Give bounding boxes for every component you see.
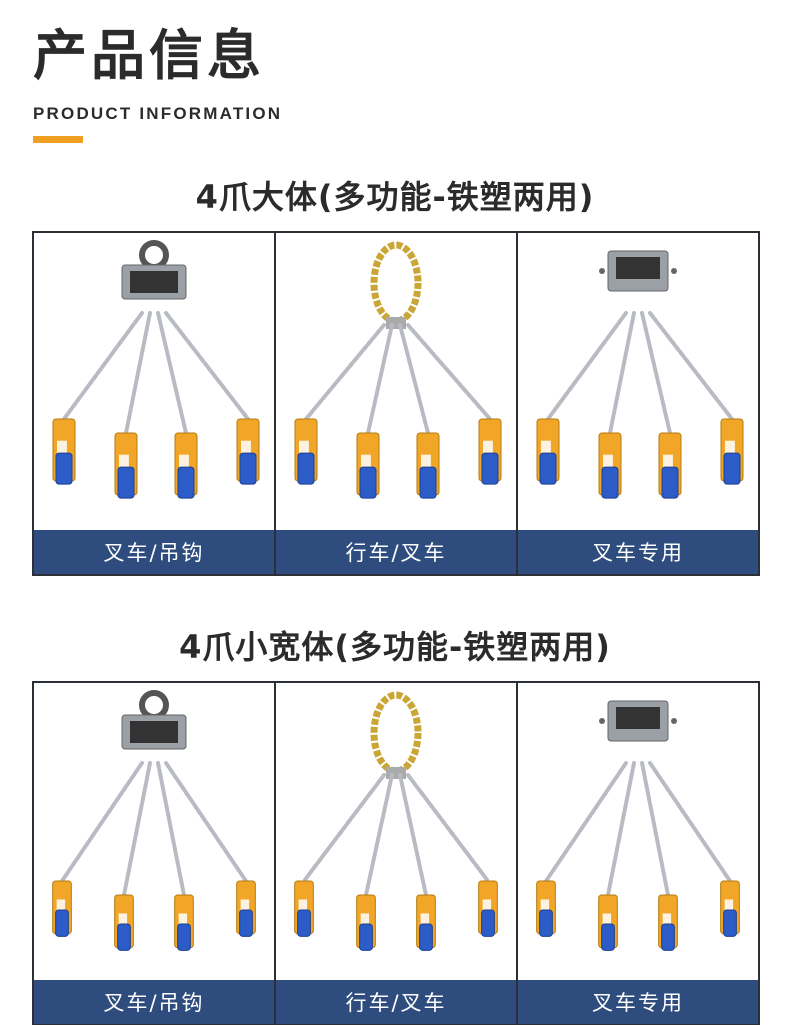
section-title-large: 4爪大体(多功能-铁塑两用) — [195, 178, 595, 216]
product-caption: 叉车专用 — [518, 980, 758, 1024]
product-caption: 叉车专用 — [518, 530, 758, 574]
clamp-icon — [416, 894, 436, 951]
clamp-icon — [236, 418, 260, 485]
product-caption: 叉车/吊钩 — [34, 980, 274, 1024]
product-card[interactable]: 行车/叉车 — [276, 233, 516, 574]
clamp-icon — [478, 418, 502, 485]
clamp-icon — [416, 432, 440, 499]
product-caption: 叉车/吊钩 — [34, 530, 274, 574]
clamp-icon — [720, 418, 744, 485]
product-grid-small: 叉车/吊钩 行车/叉车 叉车专用 — [32, 681, 760, 1025]
product-caption: 行车/叉车 — [276, 530, 516, 574]
clamp-icon — [536, 418, 560, 485]
clamp-icon — [598, 894, 618, 951]
clamp-icon — [478, 880, 498, 937]
clamp-icon — [536, 880, 556, 937]
clamp-icon — [294, 880, 314, 937]
product-image — [34, 683, 274, 980]
clamp-icon — [114, 432, 138, 499]
page-header: 产品信息 PRODUCT INFORMATION — [33, 20, 280, 143]
clamp-icon — [658, 894, 678, 951]
clamp-icon — [114, 894, 134, 951]
clamp-icon — [720, 880, 740, 937]
clamp-icon — [174, 894, 194, 951]
clamp-icon — [356, 432, 380, 499]
product-image — [518, 683, 758, 980]
product-image — [34, 233, 274, 530]
clamp-icon — [52, 880, 72, 937]
product-image — [518, 233, 758, 530]
product-image — [276, 233, 516, 530]
clamp-icon — [658, 432, 682, 499]
product-caption: 行车/叉车 — [276, 980, 516, 1024]
product-card[interactable]: 叉车/吊钩 — [34, 233, 274, 574]
product-image — [276, 683, 516, 980]
product-grid-large: 叉车/吊钩 行车/叉车 叉车专用 — [32, 231, 760, 576]
product-card[interactable]: 行车/叉车 — [276, 683, 516, 1024]
section-title-small: 4爪小宽体(多功能-铁塑两用) — [179, 628, 611, 666]
product-card[interactable]: 叉车专用 — [518, 233, 758, 574]
page-title: 产品信息 — [33, 23, 265, 87]
accent-bar — [33, 136, 83, 143]
clamp-icon — [236, 880, 256, 937]
page-subtitle: PRODUCT INFORMATION — [33, 104, 283, 123]
clamp-icon — [174, 432, 198, 499]
clamp-icon — [598, 432, 622, 499]
product-card[interactable]: 叉车专用 — [518, 683, 758, 1024]
clamp-icon — [294, 418, 318, 485]
clamp-icon — [52, 418, 76, 485]
product-card[interactable]: 叉车/吊钩 — [34, 683, 274, 1024]
clamp-icon — [356, 894, 376, 951]
